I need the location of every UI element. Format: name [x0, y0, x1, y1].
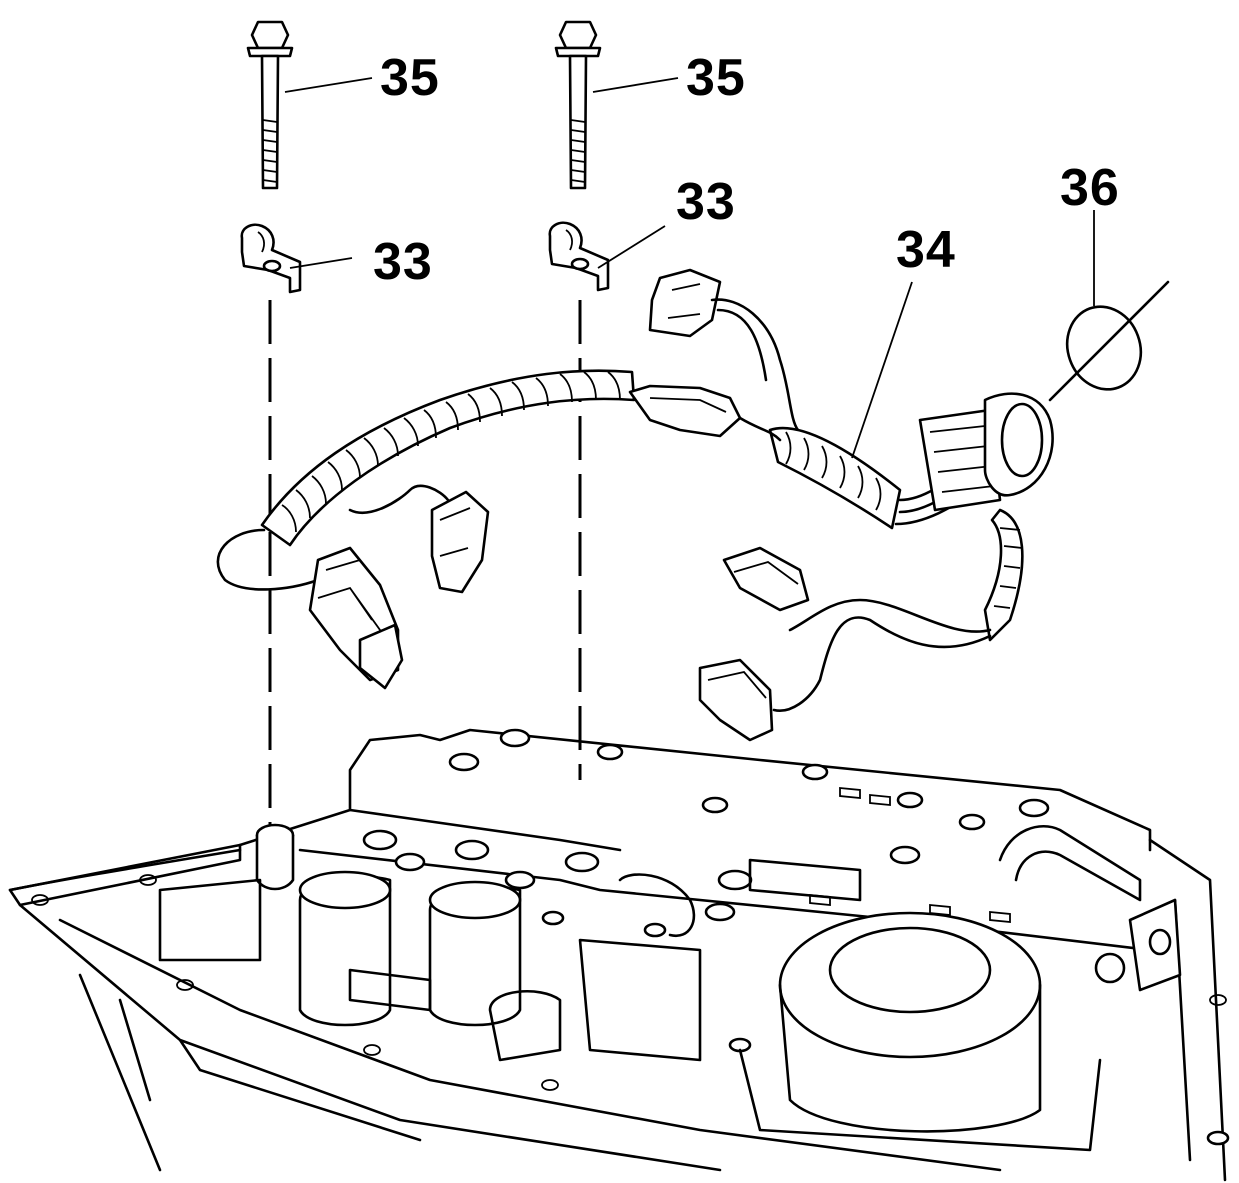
leader-bolt-left: [284, 77, 373, 93]
transmission-case: [8, 728, 1230, 1182]
bolt-left: [246, 20, 294, 190]
callout-clip-right: 33: [676, 173, 736, 231]
callout-clip-left: 33: [373, 233, 433, 291]
leader-clip-right: [597, 225, 666, 269]
wiring-harness: [216, 268, 1054, 742]
leader-clip-left: [289, 257, 353, 269]
clip-left: [240, 223, 302, 294]
leader-bolt-right: [592, 77, 679, 93]
bolt-right: [554, 20, 602, 190]
leader-harness: [851, 281, 913, 459]
callout-bolt-right: 35: [686, 49, 746, 107]
seal-o-ring: [1048, 280, 1170, 402]
callout-bolt-left: 35: [380, 49, 440, 107]
callout-seal: 36: [1060, 159, 1120, 217]
callout-harness: 34: [896, 221, 956, 279]
clip-right: [548, 221, 610, 292]
